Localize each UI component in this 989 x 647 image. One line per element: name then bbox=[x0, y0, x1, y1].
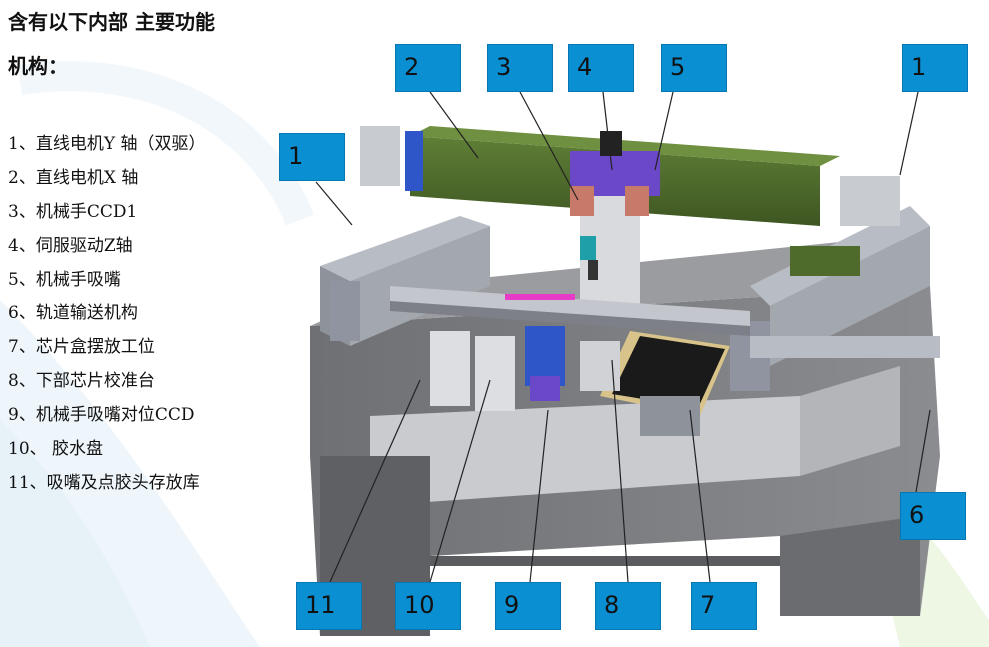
list-item: 10、 胶水盘 bbox=[8, 439, 104, 460]
callout-label: 1 bbox=[279, 133, 345, 181]
callout-label: 5 bbox=[661, 44, 727, 92]
list-item: 1、直线电机Y 轴（双驱） bbox=[8, 134, 206, 154]
feature-list: 1、直线电机Y 轴（双驱） 2、直线电机X 轴 3、机械手CCD1 4、伺服驱动… bbox=[8, 130, 205, 503]
callout-label: 4 bbox=[568, 44, 634, 92]
lower-stations bbox=[430, 326, 700, 436]
list-item: 8、下部芯片校准台 bbox=[8, 371, 155, 392]
list-item: 4、伺服驱动Z轴 bbox=[8, 235, 133, 256]
callout-label: 8 bbox=[595, 582, 661, 630]
page-subtitle: 机构： bbox=[8, 54, 68, 78]
list-item: 11、吸嘴及点胶头存放库 bbox=[8, 472, 200, 493]
callout-label: 2 bbox=[395, 44, 461, 92]
z-axis-head bbox=[570, 131, 660, 306]
callout-label: 9 bbox=[495, 582, 561, 630]
callout-label: 1 bbox=[902, 44, 968, 92]
list-item: 6、轨道输送机构 bbox=[8, 303, 138, 324]
callout-label: 3 bbox=[487, 44, 553, 92]
list-item: 9、机械手吸嘴对位CCD bbox=[8, 405, 195, 426]
list-item: 2、直线电机X 轴 bbox=[8, 167, 139, 188]
callout-label: 11 bbox=[296, 582, 362, 630]
page-title: 含有以下内部 主要功能 bbox=[8, 10, 215, 34]
conveyor-track bbox=[390, 286, 940, 358]
chip-tray bbox=[600, 331, 730, 416]
list-item: 5、机械手吸嘴 bbox=[8, 269, 121, 290]
callout-label: 6 bbox=[900, 492, 966, 540]
list-item: 3、机械手CCD1 bbox=[8, 201, 138, 222]
list-item: 7、芯片盒摆放工位 bbox=[8, 337, 155, 358]
callout-label: 7 bbox=[691, 582, 757, 630]
callout-label: 10 bbox=[395, 582, 461, 630]
machine-illustration bbox=[310, 126, 940, 636]
